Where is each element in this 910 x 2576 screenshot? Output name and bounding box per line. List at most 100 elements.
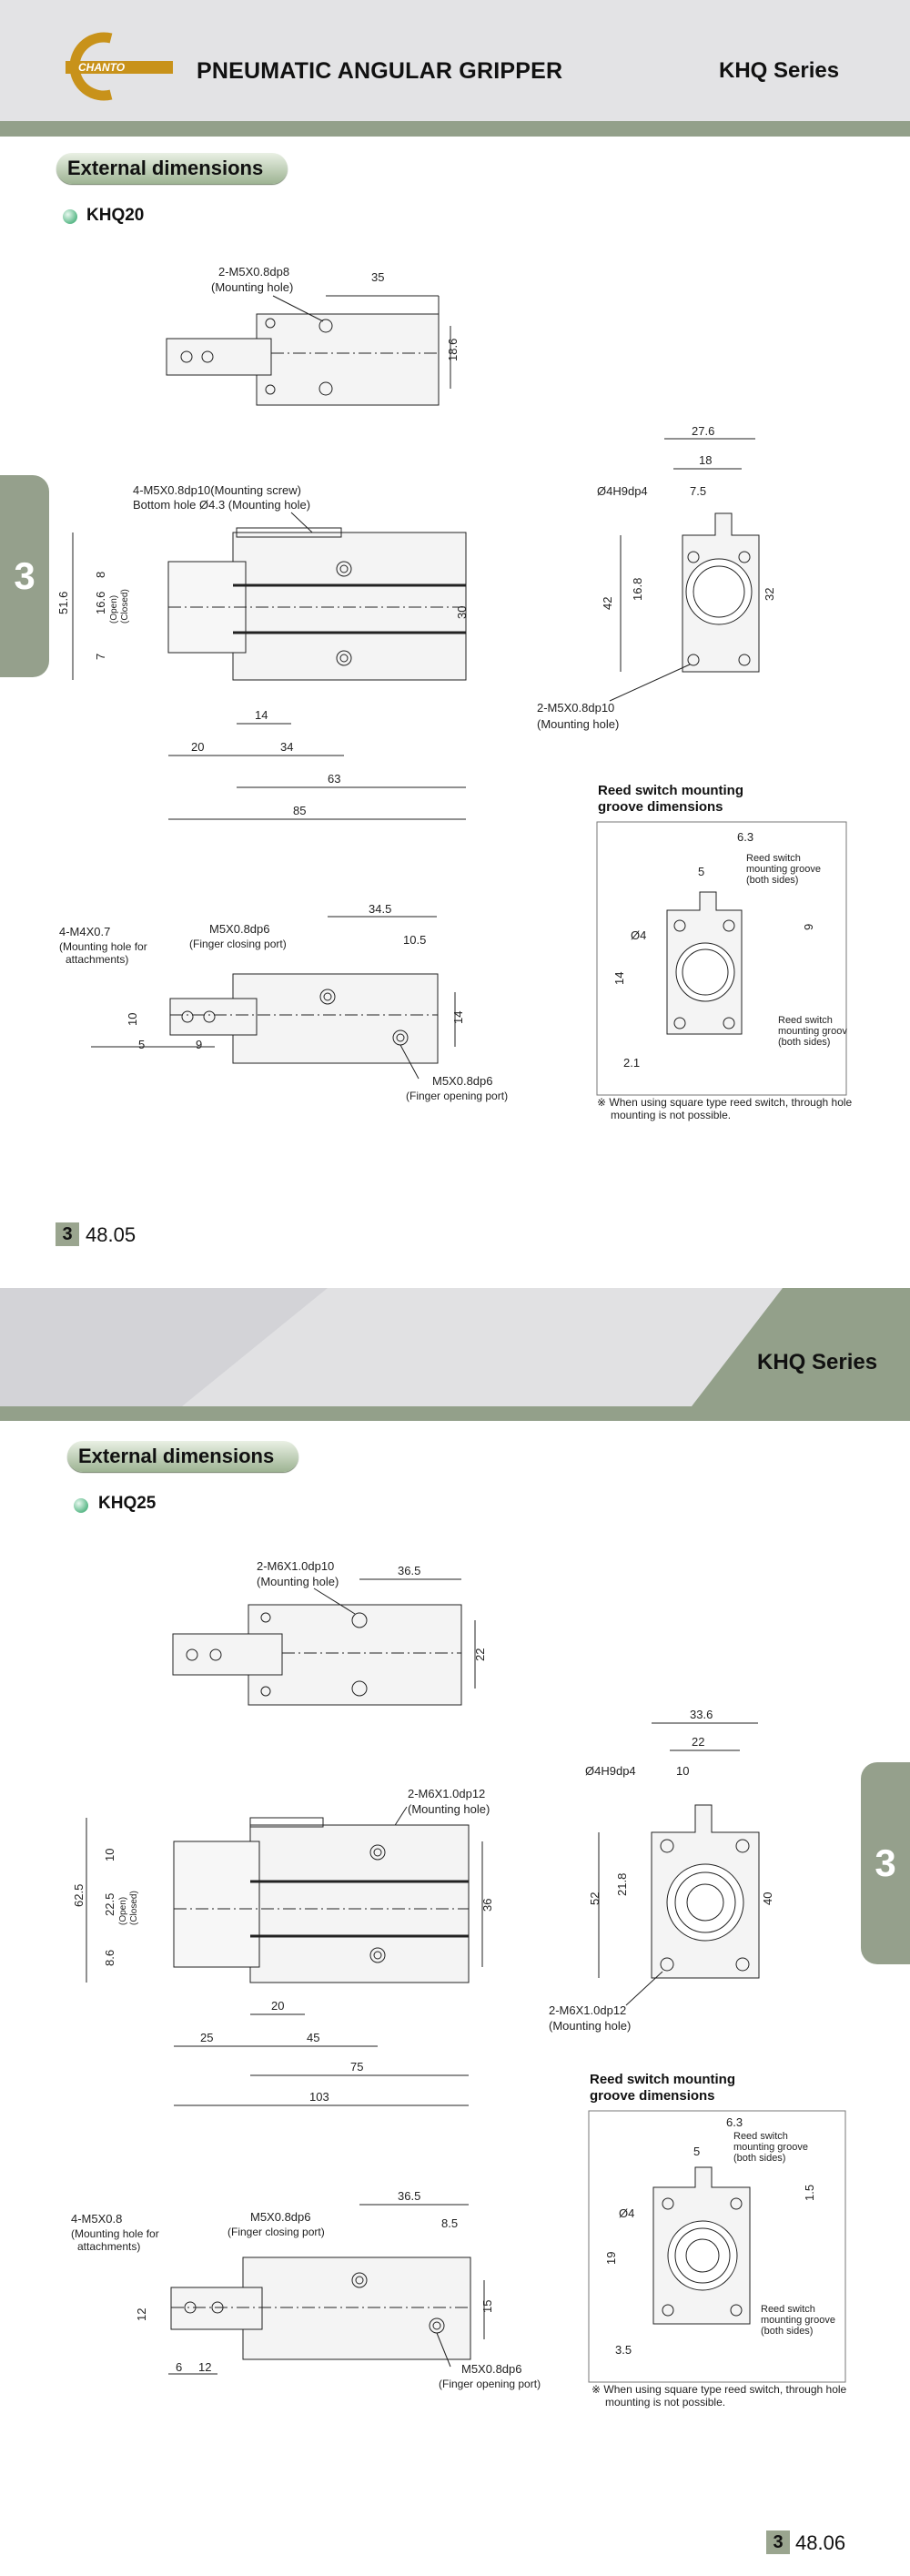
svg-text:8: 8 (94, 572, 107, 578)
svg-text:45: 45 (307, 2031, 319, 2044)
svg-text:8.6: 8.6 (103, 1950, 116, 1966)
page-badge-page2: 3 (766, 2530, 790, 2554)
svg-text:40: 40 (761, 1892, 774, 1905)
svg-text:(Finger opening port): (Finger opening port) (439, 2378, 541, 2390)
svg-text:10: 10 (676, 1764, 689, 1778)
section-title-page2: External dimensions (67, 1441, 298, 1472)
bullet-icon (63, 209, 77, 224)
page-title: PNEUMATIC ANGULAR GRIPPER (197, 58, 563, 84)
khq20-bottom-view-drawing: 4-M4X0.7 (Mounting hole for attachments)… (59, 902, 508, 1102)
svg-text:mounting groove: mounting groove (746, 864, 821, 875)
svg-text:1.5: 1.5 (803, 2185, 816, 2201)
svg-text:16.6: 16.6 (94, 592, 107, 614)
svg-text:14: 14 (451, 1011, 465, 1024)
svg-text:4-M5X0.8dp10(Mounting screw): 4-M5X0.8dp10(Mounting screw) (133, 483, 301, 497)
svg-text:22: 22 (692, 1735, 704, 1749)
reed-switch-note-line1-page2: ※ When using square type reed switch, th… (592, 2383, 847, 2396)
svg-text:52: 52 (588, 1892, 602, 1905)
svg-text:Ø4H9dp4: Ø4H9dp4 (597, 484, 648, 498)
reed-switch-note-line1: ※ When using square type reed switch, th… (597, 1096, 853, 1109)
svg-text:14: 14 (612, 972, 626, 985)
svg-text:18: 18 (699, 453, 712, 467)
model-label: KHQ20 (86, 206, 145, 225)
svg-text:2-M5X0.8dp8: 2-M5X0.8dp8 (218, 265, 289, 279)
svg-text:2-M6X1.0dp10: 2-M6X1.0dp10 (257, 1559, 334, 1573)
svg-text:4-M4X0.7: 4-M4X0.7 (59, 925, 110, 938)
svg-text:19: 19 (604, 2252, 618, 2265)
svg-text:51.6: 51.6 (56, 592, 70, 614)
svg-text:M5X0.8dp6: M5X0.8dp6 (461, 2362, 522, 2376)
svg-text:M5X0.8dp6: M5X0.8dp6 (250, 2210, 311, 2224)
svg-text:(Mounting hole for: (Mounting hole for (71, 2227, 159, 2240)
reed-switch-title-line2-page2: groove dimensions (590, 2088, 715, 2104)
reed-switch-title-line1: Reed switch mounting (598, 783, 744, 798)
svg-text:(Closed): (Closed) (129, 1891, 139, 1925)
svg-text:6.3: 6.3 (726, 2115, 743, 2129)
svg-text:9: 9 (802, 924, 815, 930)
svg-text:(Finger closing port): (Finger closing port) (228, 2226, 325, 2238)
svg-text:(Mounting hole): (Mounting hole) (537, 717, 619, 731)
svg-text:103: 103 (309, 2090, 329, 2104)
svg-text:6: 6 (176, 2360, 182, 2374)
svg-text:2-M6X1.0dp12: 2-M6X1.0dp12 (549, 2003, 626, 2017)
svg-text:33.6: 33.6 (690, 1708, 713, 1721)
series-label: KHQ Series (719, 58, 840, 83)
svg-text:(both sides): (both sides) (778, 1037, 830, 1048)
svg-text:(both sides): (both sides) (746, 875, 798, 886)
svg-text:Ø4: Ø4 (631, 928, 646, 942)
svg-text:Ø4H9dp4: Ø4H9dp4 (585, 1764, 636, 1778)
svg-text:6.3: 6.3 (737, 830, 753, 844)
svg-text:Ø4: Ø4 (619, 2206, 634, 2220)
page-header (0, 0, 910, 121)
svg-text:15: 15 (480, 2300, 494, 2313)
svg-text:5: 5 (698, 865, 704, 878)
khq25-bottom-view-drawing: 4-M5X0.8 (Mounting hole for attachments)… (71, 2189, 541, 2390)
model-label-page2: KHQ25 (98, 1494, 157, 1513)
svg-text:attachments): attachments) (77, 2240, 140, 2253)
svg-text:34.5: 34.5 (369, 902, 391, 916)
svg-text:21.8: 21.8 (615, 1873, 629, 1896)
reed-switch-title-line2: groove dimensions (598, 799, 723, 815)
svg-text:34: 34 (280, 740, 293, 754)
page-badge: 3 (56, 1222, 79, 1246)
svg-text:CHANTO: CHANTO (78, 61, 126, 74)
svg-text:14: 14 (255, 708, 268, 722)
reed-switch-note-line2: mounting is not possible. (611, 1109, 732, 1121)
svg-text:2-M5X0.8dp10: 2-M5X0.8dp10 (537, 701, 614, 715)
svg-text:25: 25 (200, 2031, 213, 2044)
reed-switch-note-line2-page2: mounting is not possible. (605, 2396, 726, 2409)
svg-text:16.8: 16.8 (631, 578, 644, 601)
svg-text:85: 85 (293, 804, 306, 817)
svg-text:12: 12 (198, 2360, 211, 2374)
svg-text:35: 35 (371, 270, 384, 284)
svg-text:(Mounting hole for: (Mounting hole for (59, 940, 147, 953)
svg-text:(Mounting hole): (Mounting hole) (257, 1575, 339, 1588)
svg-text:(Open): (Open) (118, 1897, 128, 1925)
khq25-side-view-drawing: 33.6 22 10 Ø4H9dp4 52 21.8 40 2-M6X1.0dp… (549, 1708, 774, 2033)
svg-text:36.5: 36.5 (398, 2189, 420, 2203)
bullet-icon (74, 1498, 88, 1513)
svg-text:5: 5 (138, 1038, 145, 1051)
svg-text:8.5: 8.5 (441, 2216, 458, 2230)
svg-text:42: 42 (601, 597, 614, 610)
svg-text:32: 32 (763, 588, 776, 601)
svg-text:Reed switch: Reed switch (761, 2304, 815, 2315)
khq20-front-view-drawing: 4-M5X0.8dp10(Mounting screw) Bottom hole… (56, 483, 469, 820)
svg-text:20: 20 (191, 740, 204, 754)
khq20-reed-switch-drawing: 6.3 5 Reed switch mounting groove (both … (596, 821, 847, 1096)
svg-text:2.1: 2.1 (623, 1056, 640, 1070)
svg-text:22.5: 22.5 (103, 1893, 116, 1916)
svg-text:2-M6X1.0dp12: 2-M6X1.0dp12 (408, 1787, 485, 1800)
svg-text:36: 36 (480, 1899, 494, 1912)
svg-text:(both sides): (both sides) (733, 2153, 785, 2164)
svg-text:18.6: 18.6 (446, 339, 460, 361)
page2-header (0, 1288, 910, 1406)
reed-switch-title-line1-page2: Reed switch mounting (590, 2072, 736, 2087)
svg-text:Reed switch: Reed switch (746, 853, 801, 864)
svg-text:mounting groove: mounting groove (733, 2142, 808, 2153)
svg-text:75: 75 (350, 2060, 363, 2074)
khq25-reed-switch-drawing: 6.3 5 Reed switch mounting groove (both … (588, 2110, 846, 2383)
svg-text:5: 5 (693, 2145, 700, 2158)
svg-text:3.5: 3.5 (615, 2343, 632, 2357)
svg-text:20: 20 (271, 1999, 284, 2013)
